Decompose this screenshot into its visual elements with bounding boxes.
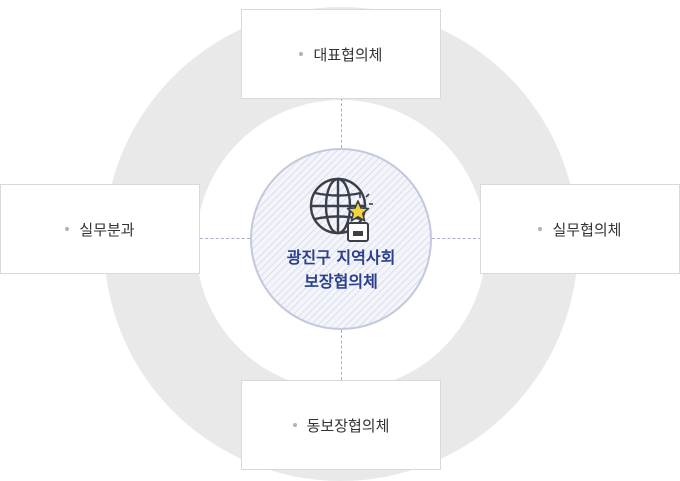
globe-with-star-icon [309,177,373,242]
node-left-label: 실무분과 [79,220,135,239]
node-top-label: 대표협의체 [313,45,383,64]
connector-bottom [341,330,342,380]
hub-circle: 광진구 지역사회 보장협의체 [250,148,432,330]
bullet-dot [65,227,70,231]
node-top: 대표협의체 [241,9,441,99]
node-bottom-label: 동보장협의체 [306,416,390,435]
bullet-dot [292,423,297,427]
hub-title-line1: 광진구 지역사회 [286,248,396,267]
node-right-label: 실무협의체 [552,220,622,239]
bullet-dot [538,227,543,231]
connector-left [200,238,250,239]
connector-right [432,238,481,239]
hub-title-line2: 보장협의체 [304,272,378,291]
node-right: 실무협의체 [480,184,680,274]
connector-top [341,98,342,148]
node-bottom: 동보장협의체 [241,380,441,470]
node-left: 실무분과 [0,184,200,274]
hub-title: 광진구 지역사회 보장협의체 [252,246,430,294]
bullet-dot [299,52,304,56]
